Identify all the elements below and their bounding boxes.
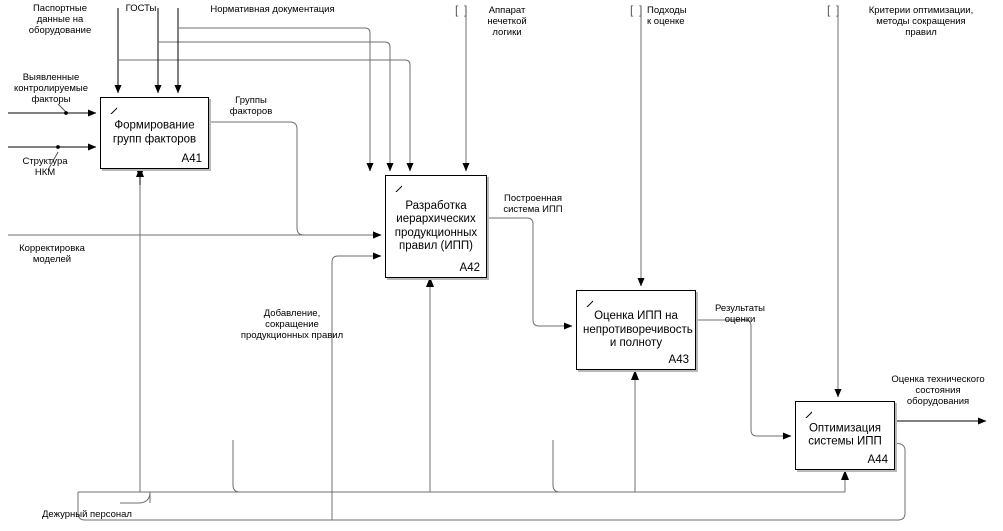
optimization-criteria-tunnel-right-bracket: ]	[836, 3, 840, 17]
activity-title-a43: Оценка ИПП на непротиворечивость и полно…	[583, 309, 693, 349]
activity-box-a44[interactable]: Оптимизация системы ИПП A44	[795, 401, 895, 470]
label-duty-personnel: Дежурный персонал	[42, 509, 132, 520]
label-model-correction: Корректировка моделей	[19, 243, 85, 265]
label-normative-documentation: Нормативная документация	[210, 4, 335, 15]
label-passport-data: Паспортные данные на оборудование	[28, 3, 92, 36]
label-equipment-condition-assessment: Оценка технического состояния оборудован…	[891, 374, 985, 407]
label-identified-controlled-factors: Выявленные контролируемые факторы	[13, 72, 89, 105]
activity-code-a44: A44	[867, 454, 888, 466]
fuzzy-logic-tunnel-left-bracket: [	[455, 3, 459, 17]
activity-code-a42: A42	[459, 262, 480, 274]
label-nkm-structure: Структура НКМ	[22, 156, 68, 178]
label-built-ipp-system: Построенная система ИПП	[503, 193, 563, 215]
assessment-approaches-tunnel-right-bracket: ]	[639, 3, 643, 17]
activity-title-a41: Формирование групп факторов	[112, 119, 197, 146]
label-assessment-approaches: Подходы к оценке	[647, 5, 687, 27]
activity-title-a42: Разработка иерархических продукционных п…	[394, 199, 478, 253]
activity-code-a41: A41	[181, 153, 202, 165]
corner-mark-icon	[101, 98, 117, 114]
activity-box-a42[interactable]: Разработка иерархических продукционных п…	[385, 175, 487, 278]
corner-mark-icon	[386, 176, 402, 192]
optimization-criteria-tunnel-left-bracket: [	[827, 3, 831, 17]
activity-box-a41[interactable]: Формирование групп факторов A41	[100, 97, 209, 169]
label-fuzzy-logic-apparatus: Аппарат нечеткой логики	[487, 5, 527, 38]
corner-mark-icon	[796, 402, 812, 418]
corner-mark-icon	[577, 291, 593, 307]
fuzzy-logic-tunnel-right-bracket: ]	[464, 3, 468, 17]
label-add-reduce-production-rules: Добавление, сокращение продукционных пра…	[240, 308, 344, 341]
activity-box-a43[interactable]: Оценка ИПП на непротиворечивость и полно…	[576, 290, 696, 370]
label-assessment-results: Результаты оценки	[714, 303, 766, 325]
label-gosty: ГОСТы	[125, 3, 157, 14]
label-optimization-criteria: Критерии оптимизации, методы сокращения …	[868, 5, 974, 38]
assessment-approaches-tunnel-left-bracket: [	[630, 3, 634, 17]
label-factor-groups: Группы факторов	[229, 95, 273, 117]
activity-code-a43: A43	[668, 354, 689, 366]
activity-title-a44: Оптимизация системы ИПП	[808, 422, 882, 448]
